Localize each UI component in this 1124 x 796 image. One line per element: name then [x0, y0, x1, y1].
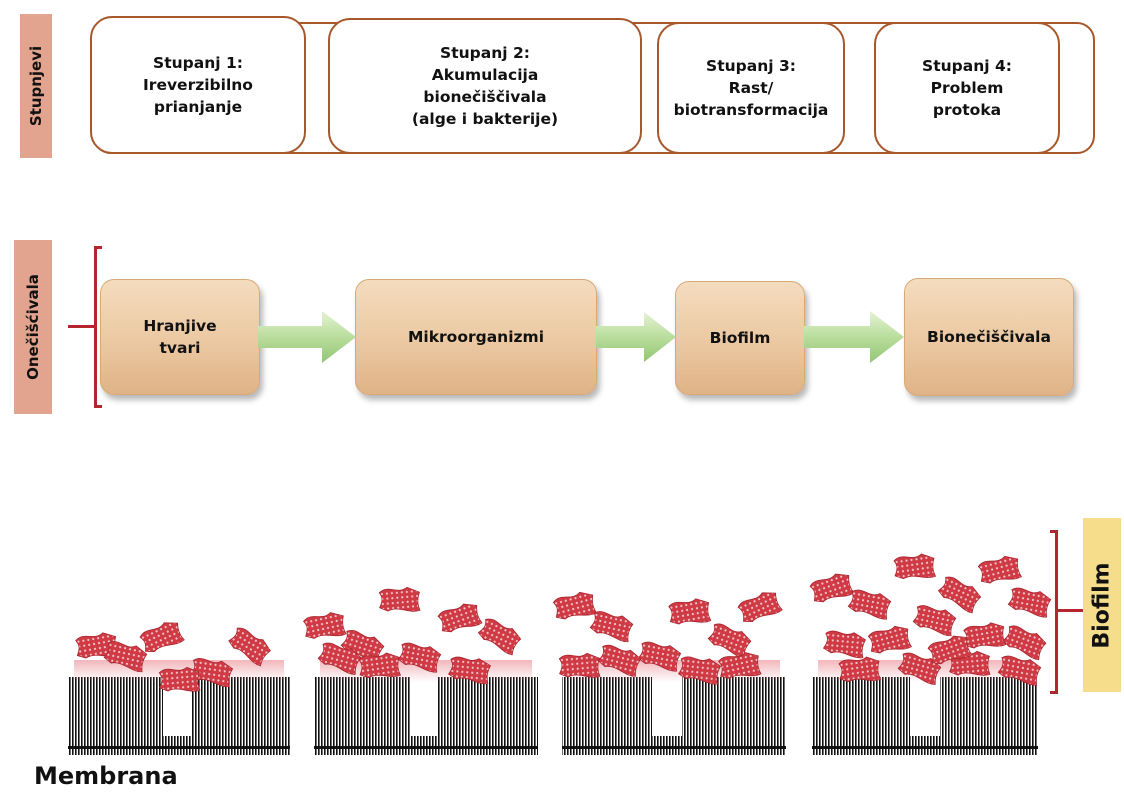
stage-4-box: Stupanj 4: Problem protoka	[874, 22, 1060, 154]
foulant-flake	[303, 612, 347, 639]
foulant-group-1	[75, 622, 271, 692]
foulant-group-4	[809, 553, 1052, 686]
foulant-flake	[139, 622, 185, 652]
foulant-flake	[937, 576, 982, 614]
foulant-flake	[397, 642, 442, 673]
biofilm-bracket	[1050, 530, 1058, 694]
membrane-2	[314, 660, 538, 755]
foulant-flake	[447, 656, 491, 685]
foulant-flake	[963, 622, 1007, 649]
foulant-flake	[597, 644, 642, 677]
foulant-flake	[437, 603, 483, 633]
stage-4-label: Stupanj 4: Problem protoka	[922, 57, 1012, 119]
biofilm-bracket-tick	[1057, 609, 1083, 612]
foulant-group-2	[303, 586, 522, 685]
foulant-flake	[809, 573, 855, 603]
stage-3-box: Stupanj 3: Rast/ biotransformacija	[657, 22, 845, 154]
foulant-flake	[977, 555, 1023, 584]
stages-side-label: Stupnjevi	[20, 14, 52, 158]
foulant-flake	[718, 652, 762, 679]
biofilm-side-label: Biofilm	[1083, 518, 1121, 692]
stage-3-label: Stupanj 3: Rast/ biotransformacija	[673, 57, 829, 119]
foulant-flake	[847, 589, 892, 620]
foulant-group-3	[552, 591, 783, 685]
pollutants-side-label: Onečišćivala	[14, 240, 52, 414]
foulant-flake	[589, 611, 634, 643]
foulant-flake	[228, 627, 271, 667]
stage-2-label: Stupanj 2: Akumulacija bionečiščivala (a…	[411, 44, 559, 128]
flow-box-biofoulants: Bionečiščivala	[904, 278, 1074, 396]
foulant-flake	[358, 652, 402, 679]
stage-1-box: Stupanj 1: Ireverzibilno prianjanje	[90, 16, 306, 154]
foulant-flake	[822, 630, 866, 659]
foulant-flake	[378, 586, 421, 612]
foulant-flake	[1007, 587, 1052, 618]
foulant-flake	[103, 641, 148, 673]
flow-box-microorganisms-label: Mikroorganizmi	[407, 327, 545, 346]
foulant-flake	[838, 656, 882, 683]
foulant-flake	[737, 592, 783, 622]
foulant-flake	[1002, 625, 1047, 661]
foulant-flake	[668, 598, 712, 625]
pollutants-bracket	[94, 246, 102, 408]
foulant-flake	[897, 652, 942, 685]
foulant-flake	[927, 635, 973, 665]
foulant-flake	[677, 656, 722, 685]
foulant-flake	[552, 591, 598, 620]
pollutants-bracket-tick	[68, 325, 95, 328]
flow-box-biofilm-label: Biofilm	[709, 328, 771, 347]
foulant-flake	[317, 642, 362, 675]
foulant-flake	[637, 641, 682, 672]
stage-2-box: Stupanj 2: Akumulacija bionečiščivala (a…	[328, 18, 642, 154]
flow-box-nutrients: Hranjive tvari	[100, 279, 260, 395]
flow-box-nutrients-label: Hranjive tvari	[143, 316, 217, 357]
membrane-label: Membrana	[34, 762, 178, 790]
foulant-flake	[477, 618, 522, 656]
foulant-flake	[912, 605, 957, 637]
flow-box-biofoulants-label: Bionečiščivala	[927, 327, 1051, 346]
foulant-flake	[997, 655, 1042, 686]
foulant-flake	[867, 625, 913, 654]
foulant-flake	[558, 652, 601, 678]
stage-1-label: Stupanj 1: Ireverzibilno prianjanje	[143, 54, 253, 116]
foulant-flake	[893, 553, 937, 580]
foulant-flake	[158, 666, 201, 692]
flow-box-biofilm: Biofilm	[675, 281, 805, 395]
